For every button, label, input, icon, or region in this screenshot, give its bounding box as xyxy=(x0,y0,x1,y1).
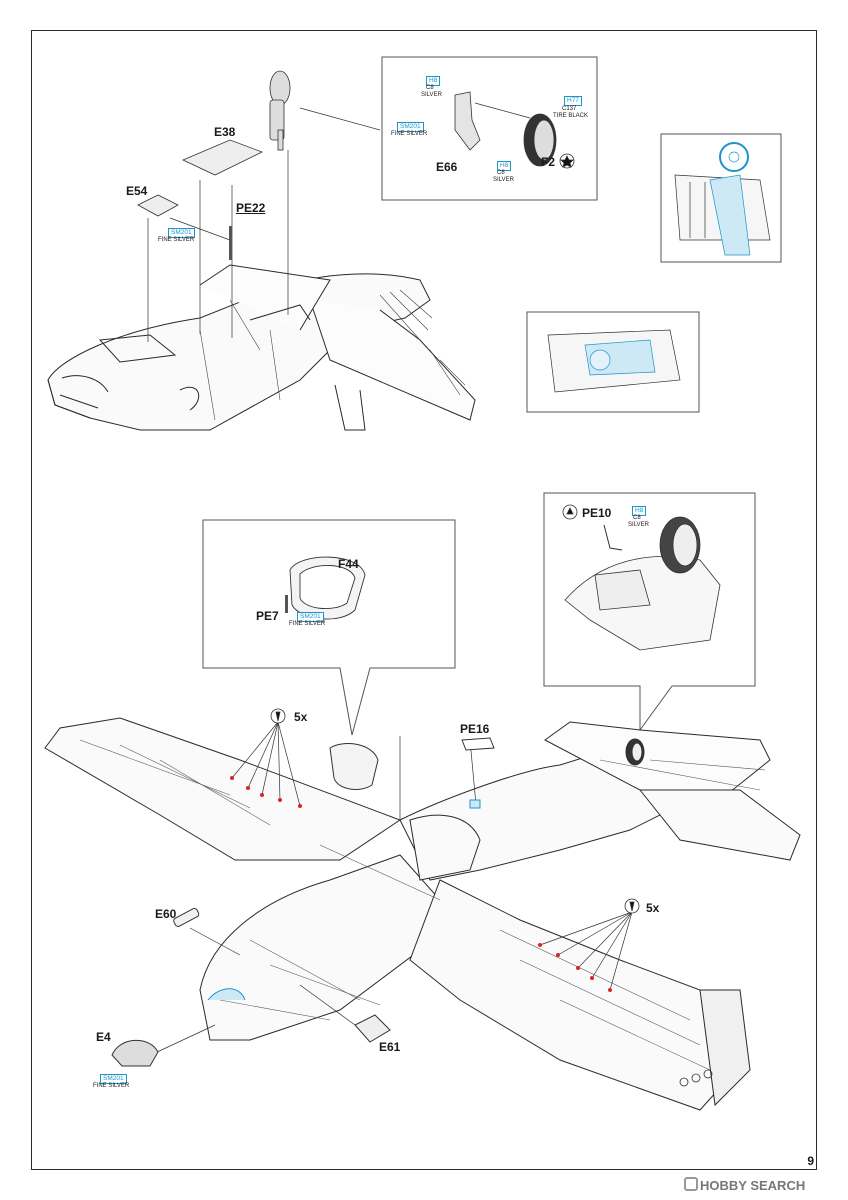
upper-fuselage xyxy=(47,264,476,431)
paint-code-c137: C137 xyxy=(562,106,577,112)
part-label-e61: E61 xyxy=(379,1040,401,1054)
upper-panel-lines xyxy=(199,289,466,421)
paint-name-silver-top: SILVER xyxy=(421,92,442,98)
paint-chip-sm201-e38: SM201 xyxy=(168,228,195,238)
paint-name-silver-e66: SILVER xyxy=(493,177,514,183)
paint-name-fine-silver-e4: FINE SILVER xyxy=(93,1083,130,1089)
paint-name-fine-silver-e38: FINE SILVER xyxy=(158,237,195,243)
e54-part xyxy=(137,194,179,217)
paint-code-c8-pe10: C8 xyxy=(633,515,641,521)
part-label-e60: E60 xyxy=(155,907,177,921)
paint-chip-h8-e66: H8 xyxy=(497,161,512,171)
part-label-pe10: PE10 xyxy=(582,506,612,520)
part-label-pe7: PE7 xyxy=(256,609,279,623)
watermark-logo-icon xyxy=(684,1177,698,1191)
paint-chip-sm201-e66: SM201 xyxy=(397,122,424,132)
paint-code-c8-e66: C8 xyxy=(497,170,505,176)
watermark: HOBBY SEARCH xyxy=(700,1178,806,1193)
e61-part xyxy=(354,1014,391,1043)
part-label-pe22: PE22 xyxy=(236,201,266,215)
paint-chip-h77: H77 xyxy=(564,96,582,106)
part-label-f2: F2 xyxy=(541,155,556,169)
lower-wheel xyxy=(625,738,645,766)
part-label-e66: E66 xyxy=(436,160,458,174)
e4-part xyxy=(111,1039,159,1067)
drill-hole-icon xyxy=(230,776,612,992)
paint-name-tire-black: TIRE BLACK xyxy=(553,113,589,119)
paint-chip-h8-pe10: H8 xyxy=(632,506,647,516)
wheel-detail xyxy=(454,91,575,169)
paint-chip-h8-top: H8 xyxy=(426,76,441,86)
lower-airframe xyxy=(44,717,801,1111)
pe22-rod xyxy=(229,226,232,260)
part-label-f44: F44 xyxy=(338,557,359,571)
part-label-e4: E4 xyxy=(96,1030,111,1044)
upper-leader-lines xyxy=(147,107,381,342)
part-label-e38: E38 xyxy=(214,125,236,139)
part-label-pe16: PE16 xyxy=(460,722,490,736)
part-label-e54: E54 xyxy=(126,184,148,198)
paint-chip-sm201-e4: SM201 xyxy=(100,1074,127,1084)
instruction-sheet xyxy=(31,30,817,1170)
lower-panel-lines xyxy=(79,739,766,1071)
paint-name-fine-silver-pe7: FINE SILVER xyxy=(289,621,326,627)
count-label-1: 5x xyxy=(294,710,308,724)
exhaust-holes xyxy=(679,1069,713,1087)
canopy-detail xyxy=(285,556,366,620)
canopy-part xyxy=(329,743,379,790)
pe16-part xyxy=(461,737,495,751)
landing-gear-strut xyxy=(269,70,291,151)
canopy-detail-callout xyxy=(202,519,456,736)
star-roundel-icon xyxy=(560,155,574,168)
paint-name-fine-silver-e66: FINE SILVER xyxy=(391,131,428,137)
e38-part xyxy=(182,139,264,176)
paint-name-silver-pe10: SILVER xyxy=(628,522,649,528)
pe10-detail xyxy=(562,504,721,651)
bend-icon xyxy=(566,507,574,515)
bay-detail-1 xyxy=(674,142,771,256)
paint-chip-sm201-pe7: SM201 xyxy=(297,612,324,622)
pe16-blue-mark xyxy=(469,799,481,809)
page-number: 9 xyxy=(807,1154,814,1168)
lower-leader-lines xyxy=(139,721,633,1061)
paint-code-c8-top: C8 xyxy=(426,85,434,91)
e60-part xyxy=(173,907,200,927)
bay-detail-2 xyxy=(547,329,681,393)
count-label-2: 5x xyxy=(646,901,660,915)
nose-blue-mark xyxy=(207,988,246,1001)
